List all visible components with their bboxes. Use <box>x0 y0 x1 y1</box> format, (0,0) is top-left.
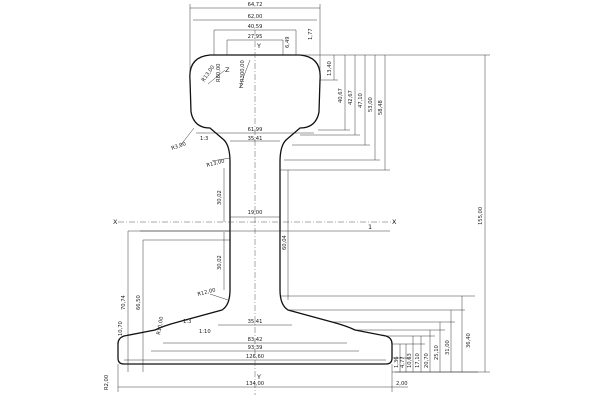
dim-foot-right-5: 20,70 <box>424 353 430 368</box>
axis-neutral-1: 1 <box>368 223 372 231</box>
top-width-dimensions <box>189 4 321 80</box>
dim-head-right-4: 47,10 <box>358 93 364 108</box>
dim-web-lower-radius: R12,00 <box>197 287 216 298</box>
dim-foot-w3: 126,60 <box>246 354 264 360</box>
dim-foot-right-7: 31,00 <box>445 340 451 355</box>
dim-left-height-1: 70,74 <box>121 294 127 310</box>
dim-head-neck-width: 35,41 <box>248 136 263 142</box>
dim-head-top-width: 62,00 <box>248 14 263 20</box>
dim-foot-right-2: 4,77 <box>400 356 406 368</box>
dim-foot-left-small: 10,70 <box>118 321 124 336</box>
dim-foot-offset: 2,00 <box>396 381 408 387</box>
axis-x-left: X <box>113 218 118 226</box>
dim-foot-right-8: 36,40 <box>466 333 472 348</box>
dim-head-crown-width: 27,95 <box>248 34 263 40</box>
rail-profile-outline <box>117 54 393 365</box>
dim-slope-lower: 1:3 <box>183 319 191 325</box>
dim-head-right-1: 13,40 <box>327 61 333 76</box>
dim-foot-neck-width: 35,41 <box>248 319 263 325</box>
dim-foot-w1: 83,42 <box>248 337 263 343</box>
dim-slope-upper: 1:3 <box>200 136 208 142</box>
dim-head-small-2: 1,77 <box>308 28 314 40</box>
dim-web-right-height: 60,04 <box>282 234 288 250</box>
dim-head-right-3: 42,67 <box>348 90 354 105</box>
axis-z-2: Z <box>239 82 244 90</box>
axis-z-1: Z <box>225 66 230 74</box>
dim-head-right-5: 53,00 <box>368 97 374 112</box>
dim-left-height-2: 66,50 <box>136 295 142 310</box>
axis-x-right: X <box>392 218 397 226</box>
dim-head-right-2: 40,67 <box>338 88 344 103</box>
head-right-dimension-lines <box>280 54 395 171</box>
foot-right-dimension-lines <box>280 295 478 373</box>
dim-head-r2: R80,00 <box>216 64 222 82</box>
dim-foot-edge-radius: R2,00 <box>104 375 110 390</box>
dim-web-upper-height: 30,02 <box>217 190 223 205</box>
dim-head-inner-width: 40,59 <box>248 24 263 30</box>
dim-web-width: 19,00 <box>248 210 263 216</box>
dim-web-lower-height: 30,02 <box>217 255 223 270</box>
dim-foot-total-width: 134,00 <box>246 381 264 387</box>
dim-foot-right-3: 10,63 <box>407 353 413 368</box>
dim-head-width: 64,72 <box>248 2 263 8</box>
dim-web-upper-radius: R13,00 <box>206 158 225 169</box>
dim-head-small-1: 6,49 <box>285 36 291 48</box>
dim-head-r1: R13,00 <box>201 65 217 84</box>
dim-foot-right-6: 25,10 <box>434 345 440 360</box>
dim-foot-right-4: 17,10 <box>415 353 421 368</box>
dim-head-r3: R300,00 <box>240 60 246 82</box>
axis-y-top: Y <box>256 42 261 50</box>
dim-head-right-6: 58,48 <box>378 100 384 115</box>
dim-foot-slope: 1:10 <box>199 329 211 335</box>
dim-foot-right-1: 1,36 <box>394 356 400 368</box>
dim-neck-upper-radius: R3,00 <box>171 141 187 152</box>
dim-foot-top-radius: R10,00 <box>156 316 165 335</box>
dim-head-bottom-width: 61,99 <box>248 127 263 133</box>
axis-y-bottom: Y <box>256 373 261 381</box>
dim-foot-w2: 93,39 <box>248 345 263 351</box>
dim-total-height: 155,00 <box>478 207 484 225</box>
